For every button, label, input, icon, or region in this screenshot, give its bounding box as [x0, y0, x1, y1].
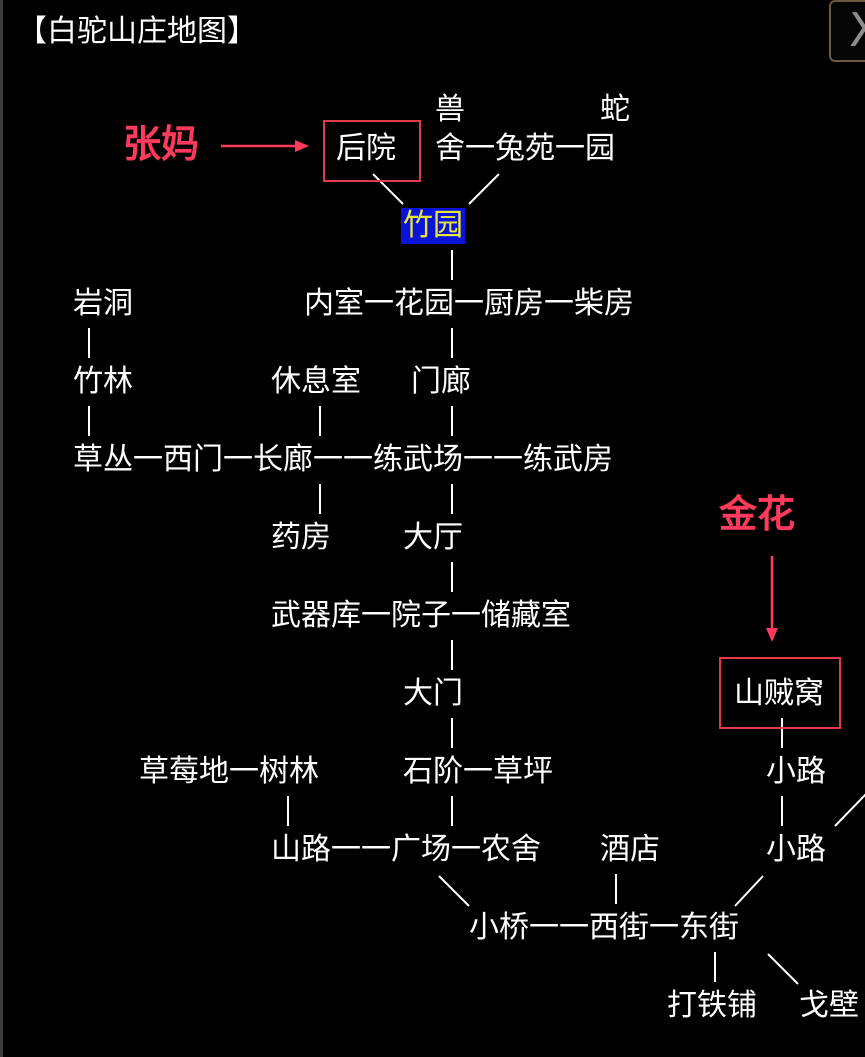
room-shelun[interactable]: 舍一兔苑一园	[435, 131, 615, 166]
room-zhulin[interactable]: 竹林	[73, 364, 133, 399]
shanzeiwo-highlight-box	[719, 657, 841, 729]
room-shijie[interactable]: 石阶一草坪	[403, 754, 553, 789]
annotation-zhangma: 张妈	[123, 122, 200, 166]
houyuan-highlight-box	[323, 120, 421, 182]
room-yandong[interactable]: 岩洞	[73, 286, 133, 321]
close-button[interactable]: X	[829, 0, 865, 62]
room-caocong[interactable]: 草丛一西门一长廊一一练武场一一练武房	[73, 442, 613, 477]
room-shanlu[interactable]: 山路一一广场一农舍	[271, 832, 541, 867]
connector	[372, 173, 404, 205]
map-title: 【白驼山庄地图】	[17, 14, 257, 49]
room-xiuxishi[interactable]: 休息室	[271, 364, 361, 399]
room-datiepu[interactable]: 打铁铺	[667, 988, 757, 1023]
room-she[interactable]: 蛇	[600, 92, 630, 127]
room-zhuyuan-current[interactable]: 竹园	[401, 208, 465, 244]
room-damen[interactable]: 大门	[403, 676, 463, 711]
connector	[468, 173, 500, 205]
connector	[767, 953, 799, 985]
room-gebi[interactable]: 戈壁	[799, 988, 859, 1023]
room-xiaolu-lower[interactable]: 小路	[766, 832, 826, 867]
map-connections	[88, 140, 865, 985]
room-menlang[interactable]: 门廊	[411, 364, 471, 399]
room-houyuan[interactable]: 后院	[336, 131, 396, 166]
room-shanzeiwo[interactable]: 山贼窝	[734, 676, 824, 711]
room-dating[interactable]: 大厅	[403, 520, 463, 555]
room-jiudian[interactable]: 酒店	[600, 832, 660, 867]
room-neishi[interactable]: 内室一花园一厨房一柴房	[304, 286, 634, 321]
connector	[734, 875, 764, 907]
zhangma-arrow-head	[295, 140, 309, 152]
room-wuqiku[interactable]: 武器库一院子一储藏室	[271, 598, 571, 633]
connector	[834, 793, 865, 827]
jinhua-arrow-head	[766, 628, 778, 642]
room-yaofang[interactable]: 药房	[271, 520, 331, 555]
annotation-jinhua: 金花	[719, 492, 796, 536]
connector	[438, 875, 470, 907]
room-xiaolu-upper[interactable]: 小路	[766, 754, 826, 789]
room-xiaoqiao[interactable]: 小桥一一西街一东街	[469, 910, 739, 945]
room-caomeidi[interactable]: 草莓地一树林	[139, 754, 319, 789]
room-shou[interactable]: 兽	[435, 92, 465, 127]
close-icon: X	[849, 3, 865, 57]
